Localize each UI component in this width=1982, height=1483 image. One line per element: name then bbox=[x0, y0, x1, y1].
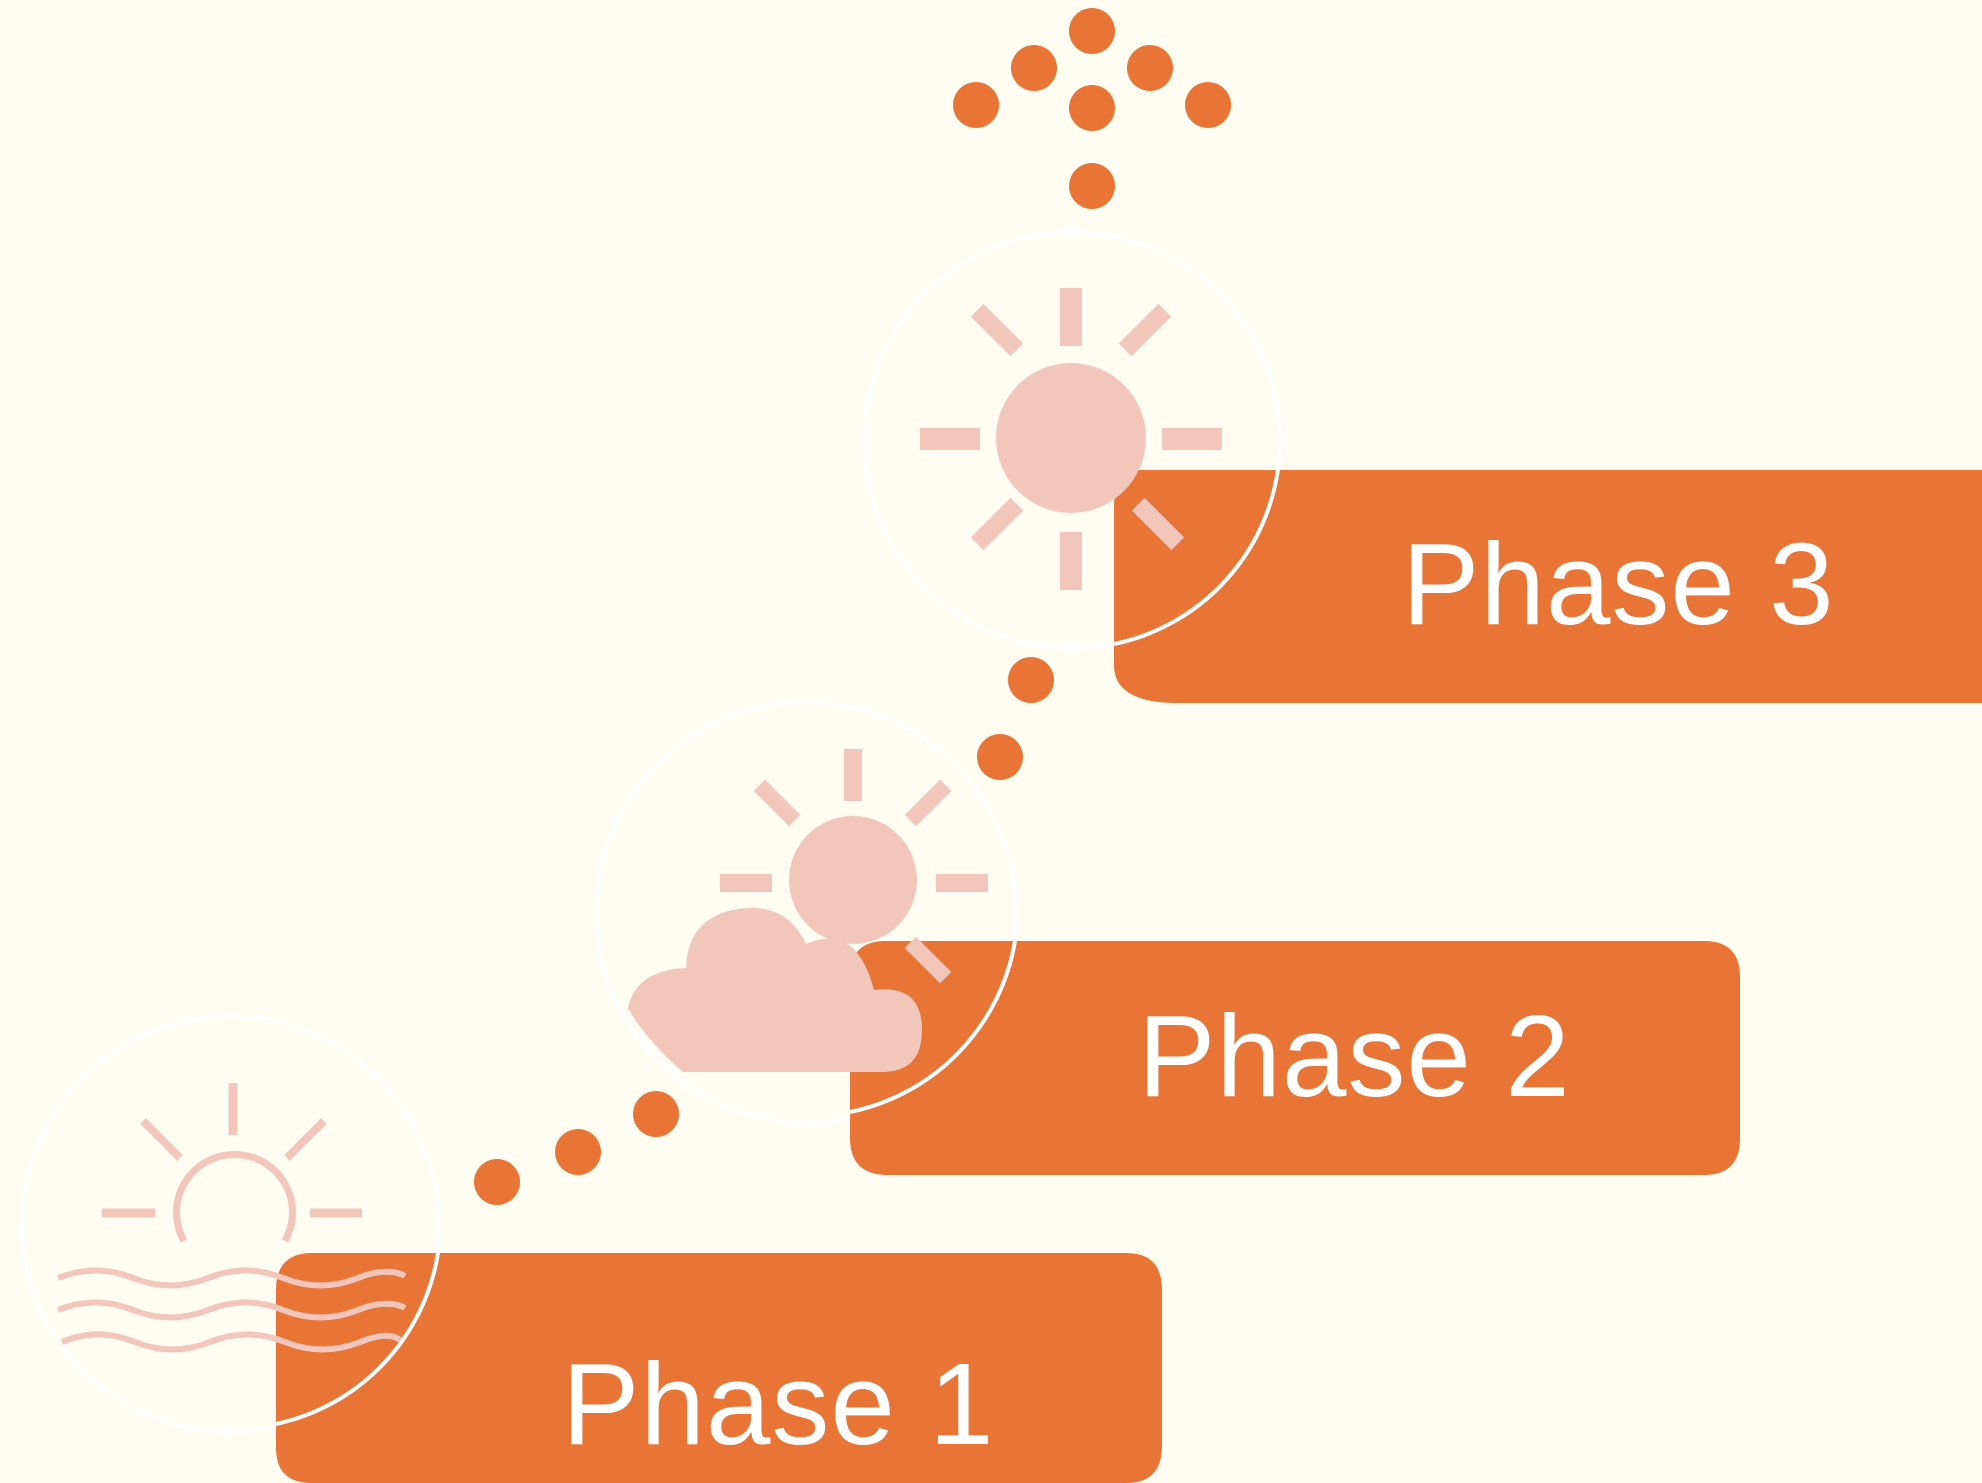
dotted-path bbox=[474, 657, 1054, 1205]
connector-dot bbox=[1008, 657, 1054, 703]
phase-3-circle-arc bbox=[1113, 439, 1283, 646]
phase-2-circle bbox=[594, 700, 1018, 1124]
phase-1-group: Phase 1 bbox=[20, 1014, 1162, 1483]
phase-3-box bbox=[1114, 470, 1982, 703]
connector-dot bbox=[555, 1129, 601, 1175]
phase-2-circle-arc bbox=[849, 940, 1017, 1114]
sunrise-over-water-icon bbox=[56, 1083, 407, 1353]
connector-dot bbox=[633, 1091, 679, 1137]
full-sun-icon bbox=[920, 288, 1222, 590]
phase-1-circle-arc bbox=[275, 1252, 440, 1426]
connector-dot bbox=[474, 1159, 520, 1205]
phase-2-label: Phase 2 bbox=[1138, 991, 1571, 1121]
phase-1-label: Phase 1 bbox=[562, 1339, 995, 1469]
phase-3-group: Phase 3 bbox=[862, 230, 1982, 703]
phase-1-box bbox=[276, 1253, 1162, 1483]
phase-1-circle bbox=[20, 1014, 440, 1434]
sun-behind-cloud-icon bbox=[628, 749, 988, 1072]
connector-dot bbox=[977, 734, 1023, 780]
phase-2-group: Phase 2 bbox=[594, 700, 1740, 1175]
phase-3-label: Phase 3 bbox=[1402, 519, 1835, 649]
dotted-arrow-up-icon bbox=[953, 8, 1231, 209]
phase-2-box bbox=[850, 941, 1740, 1175]
